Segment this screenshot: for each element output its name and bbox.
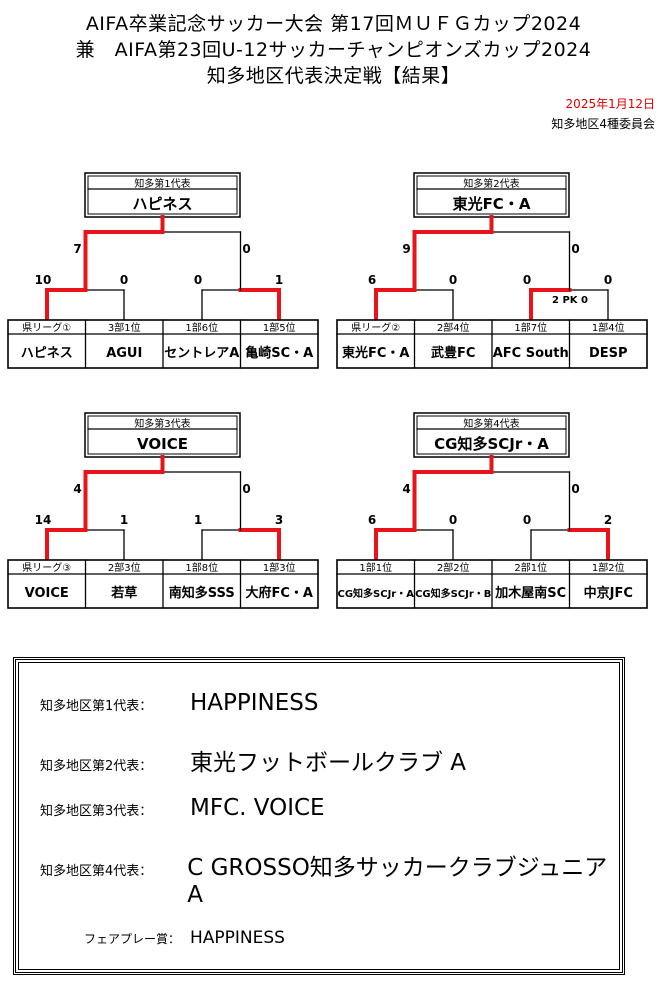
rep-label: 知多第3代表 xyxy=(134,417,190,430)
semi-score: 1 xyxy=(275,273,283,287)
team-name: セントレアA xyxy=(164,346,239,361)
team-name: 亀崎SC・A xyxy=(245,345,313,361)
team-seed: 2部2位 xyxy=(437,561,470,574)
fairplay-label: フェアプレー賞： xyxy=(83,932,180,946)
semi-score: 6 xyxy=(368,273,376,287)
semi-score: 10 xyxy=(35,273,52,287)
rep-box-inner xyxy=(87,415,238,455)
semi-score: 1 xyxy=(194,513,202,527)
bracket-4: 知多第4代表 CG知多SCJr・A 4 0 6 0 0 2 1部1位 CG知多SCJr・A 2部2位… xyxy=(336,412,648,609)
result-rep3-team: MFC. VOICE xyxy=(190,795,325,821)
result-rep4-label: 知多地区第4代表： xyxy=(40,864,153,879)
rep-winner: ハピネス xyxy=(132,195,192,213)
semi-score: 0 xyxy=(449,273,457,287)
team-name: AGUI xyxy=(106,346,142,361)
team-name: 東光FC・A xyxy=(342,345,409,361)
final-score: 0 xyxy=(571,242,579,256)
date: 2025年1月12日 xyxy=(565,97,655,111)
rep-box-outer xyxy=(413,172,570,218)
result-rep4-team: C GROSSO知多サッカークラブジュニア A xyxy=(187,855,608,908)
semi-score: 0 xyxy=(194,273,202,287)
result-rep2-label: 知多地区第2代表： xyxy=(40,759,153,774)
pk-score: 2 PK 0 xyxy=(552,295,588,306)
result-rep3-label: 知多地区第3代表： xyxy=(40,804,153,819)
team-name: 大府FC・A xyxy=(246,585,313,601)
final-score: 4 xyxy=(73,482,81,496)
final-score: 0 xyxy=(242,242,250,256)
team-name: 若草 xyxy=(110,585,137,601)
organizer: 知多地区4種委員会 xyxy=(551,117,655,131)
team-seed: 県リーグ① xyxy=(22,321,71,334)
team-name: 武豊FC xyxy=(431,345,475,361)
team-seed: 1部7位 xyxy=(514,321,547,334)
result-rep1-team: HAPPINESS xyxy=(190,690,319,716)
result-rep3: 知多地区第3代表： MFC. VOICE xyxy=(40,795,325,821)
team-seed: 1部8位 xyxy=(185,561,218,574)
semi-score: 0 xyxy=(523,273,531,287)
semi-score: 6 xyxy=(368,513,376,527)
team-seed: 1部4位 xyxy=(592,321,625,334)
team-name: 南知多SSS xyxy=(169,585,235,601)
result-rep2-team: 東光フットボールクラブ A xyxy=(190,750,467,776)
rep-label: 知多第2代表 xyxy=(463,177,519,190)
final-score: 9 xyxy=(402,242,410,256)
team-name: 中京JFC xyxy=(584,585,633,601)
semi-score: 14 xyxy=(35,513,52,527)
semi-score: 1 xyxy=(120,513,128,527)
final-score: 0 xyxy=(571,482,579,496)
team-seed: 1部3位 xyxy=(263,561,296,574)
rep-winner: CG知多SCJr・A xyxy=(434,435,549,453)
team-name: DESP xyxy=(589,346,628,361)
rep-label: 知多第1代表 xyxy=(134,177,190,190)
team-seed: 1部6位 xyxy=(185,321,218,334)
final-score: 4 xyxy=(402,482,410,496)
rep-label: 知多第4代表 xyxy=(463,417,519,430)
team-name: AFC South xyxy=(493,346,569,361)
rep-box-inner xyxy=(416,175,567,215)
team-seed: 県リーグ② xyxy=(351,321,400,334)
rep-box-inner xyxy=(416,415,567,455)
team-seed: 1部2位 xyxy=(592,561,625,574)
title-line-3: 知多地区代表決定戦【結果】 xyxy=(206,65,461,87)
team-seed: 県リーグ③ xyxy=(22,561,71,574)
result-rep2: 知多地区第2代表： 東光フットボールクラブ A xyxy=(40,743,466,777)
semi-score: 2 xyxy=(604,513,612,527)
team-seed: 1部1位 xyxy=(359,561,392,574)
team-seed: 1部5位 xyxy=(263,321,296,334)
rep-box-inner xyxy=(87,175,238,215)
team-seed: 2部1位 xyxy=(514,561,547,574)
team-name: CG知多SCJr・B xyxy=(415,587,491,600)
title-line-2: 兼 AIFA第23回U-12サッカーチャンピオンズカップ2024 xyxy=(75,39,592,61)
team-name: VOICE xyxy=(25,586,69,601)
results-box: 知多地区第1代表： HAPPINESS 知多地区第2代表： 東光フットボールクラ… xyxy=(13,657,625,975)
rep-winner: 東光FC・A xyxy=(453,195,531,213)
result-rep4: 知多地区第4代表： C GROSSO知多サッカークラブジュニア A xyxy=(40,848,622,908)
rep-winner: VOICE xyxy=(137,435,188,453)
semi-score: 0 xyxy=(449,513,457,527)
result-rep1-label: 知多地区第1代表： xyxy=(40,699,153,714)
team-seed: 3部1位 xyxy=(108,321,141,334)
semi-score: 0 xyxy=(523,513,531,527)
rep-box-outer xyxy=(413,412,570,458)
rep-box-outer xyxy=(84,412,241,458)
title-line-1: AIFA卒業記念サッカー大会 第17回ＭＵＦＧカップ2024 xyxy=(85,13,582,35)
semi-score: 0 xyxy=(604,273,612,287)
team-name: CG知多SCJr・A xyxy=(338,587,415,600)
team-name: ハピネス xyxy=(21,346,73,361)
final-score: 7 xyxy=(73,242,81,256)
team-seed: 2部3位 xyxy=(108,561,141,574)
fairplay-team: HAPPINESS xyxy=(190,928,285,948)
team-name: 加木屋南SC xyxy=(494,585,566,601)
team-seed: 2部4位 xyxy=(437,321,470,334)
result-rep1: 知多地区第1代表： HAPPINESS xyxy=(40,690,319,716)
final-score: 0 xyxy=(242,482,250,496)
semi-score: 3 xyxy=(275,513,283,527)
result-fairplay: フェアプレー賞： HAPPINESS xyxy=(40,928,285,948)
semi-score: 0 xyxy=(120,273,128,287)
